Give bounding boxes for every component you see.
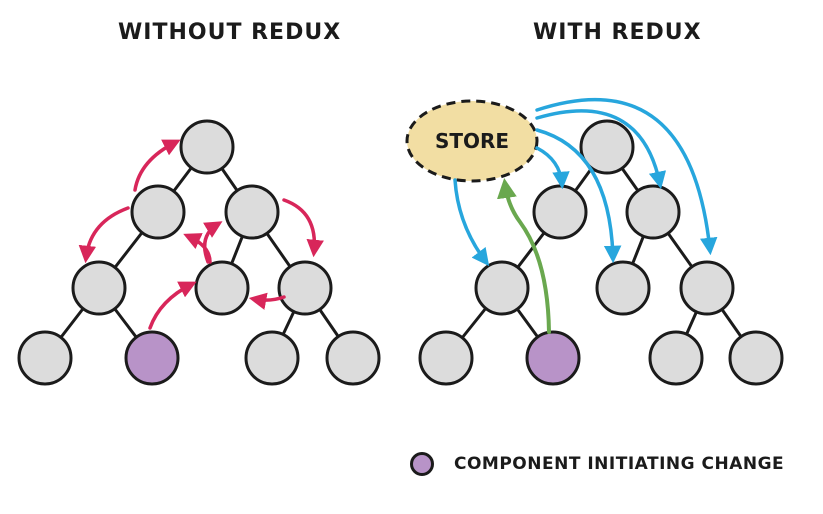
red-arrow-mid-to-left [183,233,212,264]
node-level2-a [71,260,127,316]
red-arrow-initiator-to-mid [148,281,197,330]
blue-arrow-store-to-level1right [535,109,667,190]
node-initiator [124,330,180,386]
node-root [579,119,635,175]
red-arrow-right-down [282,198,324,258]
legend: COMPONENT INITIATING CHANGE [410,452,784,476]
legend-initiator-swatch [410,452,434,476]
node-level2-c [277,260,333,316]
node-level2-a [474,260,530,316]
node-leaf-d [728,330,784,386]
node-level2-b [595,260,651,316]
tree-without-redux [17,119,381,386]
blue-arrows [453,97,718,267]
node-level2-b [194,260,250,316]
title-with-redux: WITH REDUX [533,20,702,45]
green-arrow-initiator-to-store [496,178,551,334]
node-root [179,119,235,175]
node-level1-right [224,184,280,240]
tree-edges [43,145,355,360]
node-leaf-c [648,330,704,386]
red-arrow-mid-to-right [202,221,223,264]
title-without-redux: WITHOUT REDUX [118,20,342,45]
node-level1-left [130,184,186,240]
red-arrows [78,139,324,330]
node-level1-right [625,184,681,240]
legend-label: COMPONENT INITIATING CHANGE [454,454,785,474]
node-leaf-d [325,330,381,386]
tree-with-redux: STORE [405,97,784,386]
node-initiator [525,330,581,386]
store: STORE [405,99,539,183]
node-leaf-a [418,330,474,386]
store-blob [405,99,539,183]
blue-arrow-store-to-level2c [535,97,718,256]
node-leaf-c [244,330,300,386]
blue-arrow-store-to-level1left [535,146,570,190]
node-leaf-a [17,330,73,386]
store-label: STORE [435,129,509,153]
blue-arrow-store-to-level2b [535,128,622,264]
node-level1-left [532,184,588,240]
red-arrow-to-mid-from-right [248,292,286,310]
red-arrow-left-to-root [133,139,181,192]
red-arrow-left-down [78,206,130,264]
node-level2-c [679,260,735,316]
blue-arrow-store-to-level2a [453,178,490,267]
